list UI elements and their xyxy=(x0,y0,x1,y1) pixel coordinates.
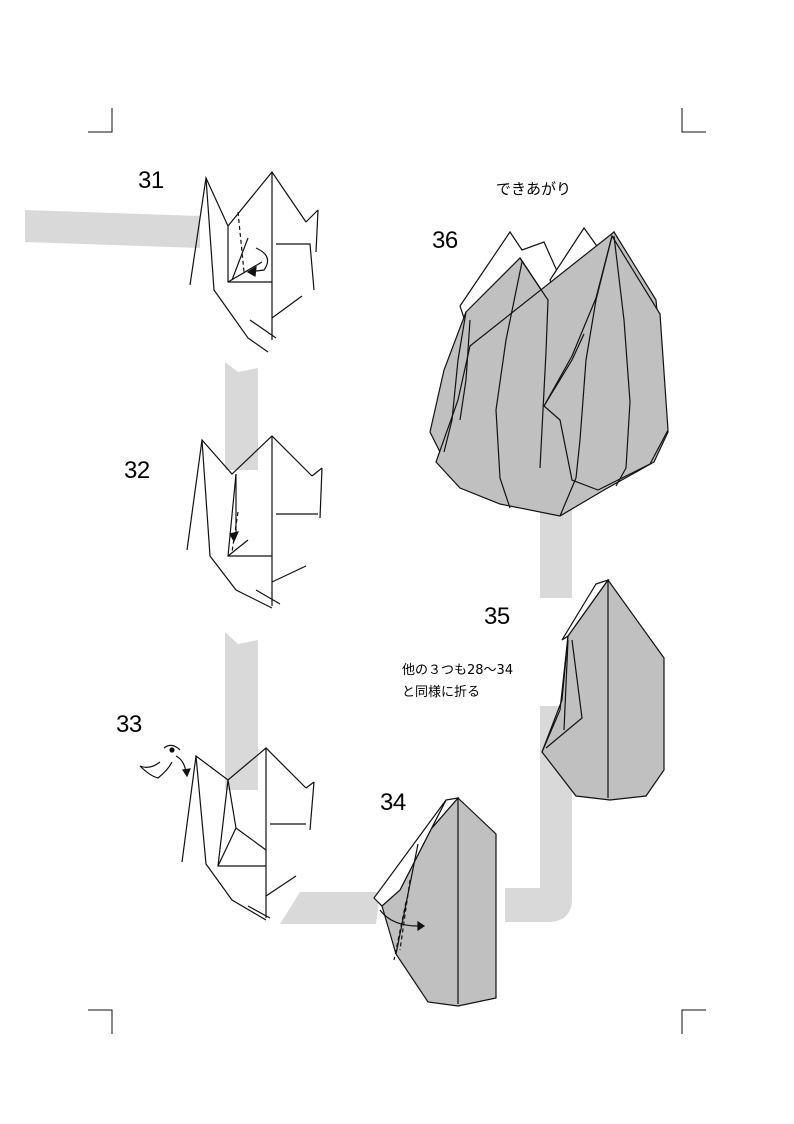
step-number-31: 31 xyxy=(138,167,164,194)
eye-symbol xyxy=(163,744,181,751)
crop-marks xyxy=(88,108,706,1034)
crop-mark-top-left xyxy=(88,108,113,133)
flow-band-32-33 xyxy=(225,632,258,790)
flow-band-entry xyxy=(25,210,200,248)
step-number-34: 34 xyxy=(380,789,406,816)
step-33-figure xyxy=(139,744,315,921)
finished-label: できあがり xyxy=(496,180,571,198)
step-34-figure xyxy=(373,797,497,1007)
step-36-figure xyxy=(429,226,669,517)
instruction-line-1: 他の３つも28～34 xyxy=(402,663,513,678)
flow-band-35-36 xyxy=(540,500,572,598)
flow-band-33-34 xyxy=(280,892,380,924)
crop-mark-top-right xyxy=(681,108,706,133)
crop-mark-bottom-right xyxy=(681,1009,706,1034)
step-31-figure xyxy=(189,170,319,353)
instruction-line-2: と同様に折る xyxy=(402,685,480,700)
flow-band-31-32 xyxy=(225,362,258,470)
step-number-33: 33 xyxy=(116,711,142,738)
step-32-figure xyxy=(186,435,323,609)
step-35-figure xyxy=(541,578,665,801)
step-number-35: 35 xyxy=(484,603,510,630)
crop-mark-bottom-left xyxy=(88,1009,113,1034)
step-number-36: 36 xyxy=(432,227,458,254)
step-number-32: 32 xyxy=(124,457,150,484)
